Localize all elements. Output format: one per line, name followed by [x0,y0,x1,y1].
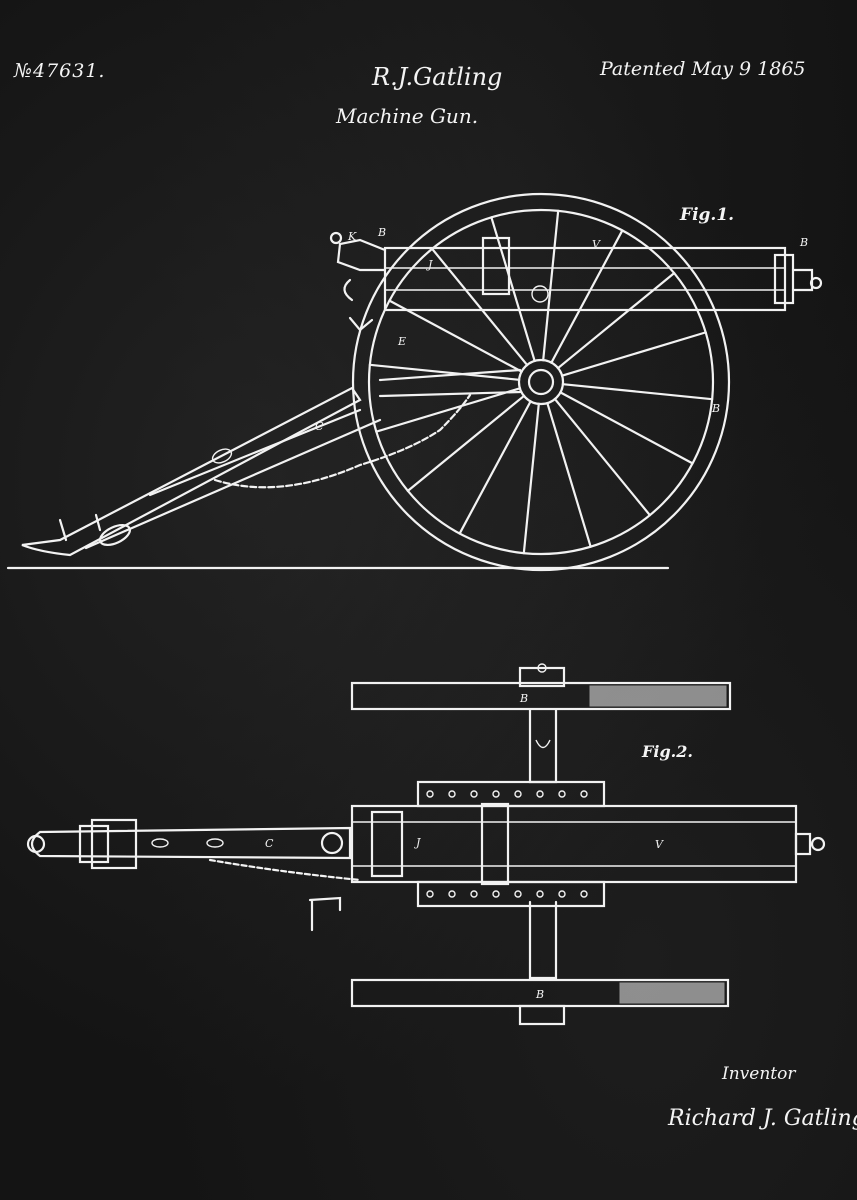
part-letter-j-top: J [414,836,421,849]
fig2-lower-axle [528,900,558,980]
wheel-spoke [553,397,651,517]
trail-chain [213,393,472,489]
part-letter-b-muzzle: B [799,236,808,249]
part-letter-v-top: V [655,838,664,851]
rail-rivet [470,890,478,898]
breech-mechanism [329,231,387,332]
wheel-spoke [368,363,521,381]
rail-rivet [448,890,456,898]
wheel-spoke [560,331,707,377]
inventor-signature: Richard J. Gatling [668,1106,857,1131]
rail-rivet [514,790,522,798]
part-letter-v: V [592,238,601,251]
rail-rivet [448,790,456,798]
wheel-spoke [458,400,532,535]
rail-rivet [558,790,566,798]
part-letter-b-bottom: B [535,988,544,1001]
wheel-spoke [546,401,592,548]
axle-frame [378,368,522,398]
fig2-top-view: B J C V B [26,663,826,1026]
wheel-spoke [375,387,522,433]
rail-rivet [580,890,588,898]
part-letter-c: C [315,420,324,433]
rail-rivet [492,890,500,898]
wheel-spoke [431,247,529,367]
wheel-spoke [522,402,540,555]
wheel-spoke [561,383,714,401]
part-letter-c-top: C [265,837,274,850]
gun-trail [21,386,382,557]
figure-1-label: Fig.1. [680,205,735,225]
wheel-spoke [406,394,526,492]
invention-title: Machine Gun. [336,104,479,128]
fig2-gun-body [350,780,826,908]
part-letter-j: J [426,258,433,271]
rail-rivet [426,790,434,798]
rail-rivet [492,790,500,798]
wheel-spoke [550,229,624,364]
fig2-upper-axle [528,708,558,784]
fig2-upper-wheel [350,663,732,711]
fig2-trail [26,818,362,932]
inventor-caption: Inventor [722,1064,796,1084]
part-letter-k: K [347,230,357,243]
rail-rivet [514,890,522,898]
figure-2-label: Fig.2. [642,742,693,761]
wheel-spoke [388,299,523,373]
patent-date: Patented May 9 1865 [600,58,806,80]
part-letter-b-wheel: B [711,402,720,415]
fig1-side-view: K B J V C E B B [6,192,823,572]
barrel-housing [383,236,823,312]
rail-rivet [536,890,544,898]
part-letter-b: B [377,226,386,239]
rail-rivet [580,790,588,798]
wheel-spoke [490,216,536,363]
wheel-spoke [556,272,676,370]
wheel-spoke [559,391,694,465]
rail-rivet [426,890,434,898]
rail-rivet [536,790,544,798]
part-letter-b-top: B [519,692,528,705]
inventor-name: R.J.Gatling [372,63,503,91]
rail-rivet [558,890,566,898]
fig2-lower-wheel [350,978,730,1026]
fig1-wheel [351,192,731,572]
patent-number: №47631. [14,60,106,82]
rail-rivet [470,790,478,798]
part-letter-e: E [397,335,406,348]
wheel-spoke [542,209,560,362]
